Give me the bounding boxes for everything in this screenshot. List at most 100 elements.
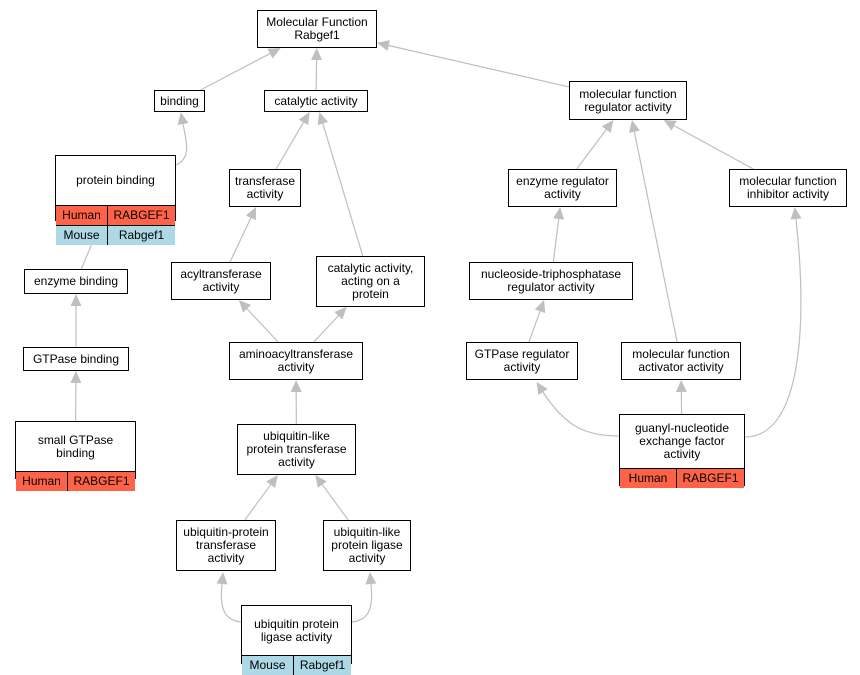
- edge-ubprot-to-ublike-arrowhead: [266, 475, 278, 488]
- node-label-line: activity: [348, 551, 386, 565]
- edge-protbind-to-binding-arrowhead: [177, 112, 189, 126]
- edge-ublig-to-ublike-arrowhead: [315, 475, 327, 488]
- edge-protbind-to-binding: [175, 123, 188, 166]
- node-label-line: activity: [202, 280, 240, 294]
- node-label-line: exchange factor: [639, 434, 725, 448]
- node-label-line: acting on a: [341, 274, 400, 288]
- node-label-line: activity: [544, 187, 581, 201]
- node-label-line: aminoacyltransferase: [238, 347, 354, 361]
- edge-gef-to-gtpreg: [542, 391, 620, 437]
- edge-ubligase-to-ubprot-arrowhead: [216, 572, 228, 585]
- node-gtpbind: GTPase binding: [23, 347, 129, 371]
- node-label-line: molecular function: [579, 86, 677, 101]
- node-label-line: GTPase binding: [32, 351, 120, 366]
- node-label-line: activator activity: [638, 360, 724, 374]
- edge-ubprot-to-ublike: [244, 484, 272, 521]
- edge-ubligase-to-ubprot: [220, 583, 242, 623]
- node-label: binding: [155, 91, 204, 111]
- node-label-line: protein ligase: [331, 538, 403, 552]
- node-enzbind: enzyme binding: [24, 269, 128, 294]
- edge-ntpreg-to-enzreg-arrowhead: [553, 207, 565, 220]
- annotation-species: Mouse: [249, 658, 286, 672]
- node-catalytic: catalytic activity: [264, 90, 368, 112]
- edge-gef-to-mfinhib-arrowhead: [790, 207, 802, 220]
- edge-aminoacyl-to-acyl-arrowhead: [238, 300, 252, 313]
- node-label-line: enzyme binding: [33, 274, 119, 288]
- node-label: GTPase binding: [24, 348, 128, 370]
- edge-acyl-to-transferase-arrowhead: [245, 207, 257, 221]
- edge-catalytic-to-root-arrowhead: [311, 48, 323, 61]
- node-label-line: ubiquitin-like: [263, 429, 330, 443]
- edge-binding-to-root: [200, 53, 271, 91]
- annotation-species: Mouse: [63, 228, 100, 242]
- edge-catprot-to-catalytic-arrowhead: [317, 112, 329, 126]
- edge-gef-to-gtpreg-arrowhead: [536, 381, 548, 395]
- edge-mfreg-to-root-arrowhead: [377, 40, 390, 51]
- edge-aminoacyl-to-catprot: [313, 315, 339, 343]
- node-label-line: inhibitor activity: [746, 187, 830, 201]
- node-label-line: catalytic activity,: [327, 261, 414, 275]
- node-label-line: acyltransferase: [180, 267, 262, 281]
- edge-gtpbind-to-enzbind-arrowhead: [70, 294, 82, 306]
- annotation-row-human: Human RABGEF1: [16, 471, 135, 491]
- edge-mfinhib-to-mfreg-arrowhead: [663, 120, 677, 131]
- edge-enzreg-to-mfreg-arrowhead: [601, 120, 614, 133]
- node-label-line: protein binding: [76, 173, 155, 187]
- node-label-line: activity: [277, 360, 315, 374]
- annotation-species: Human: [22, 474, 61, 488]
- node-label-line: catalytic activity: [274, 93, 358, 108]
- annotation-species: Human: [62, 208, 101, 222]
- node-label-line: activity: [503, 360, 541, 374]
- node-label-line: guanyl-nucleotide: [634, 421, 730, 435]
- edge-gtpreg-to-ntpreg: [528, 311, 541, 343]
- node-label-line: protein: [352, 287, 389, 301]
- node-label-line: enzyme regulator: [516, 174, 609, 188]
- node-label-line: activity: [663, 447, 701, 461]
- node-label-line: regulator activity: [507, 280, 595, 294]
- node-label-line: ligase activity: [260, 629, 333, 644]
- edge-ubligase-to-ublig-arrowhead: [365, 572, 377, 585]
- node-label: catalytic activity: [265, 91, 367, 111]
- edge-enzreg-to-mfreg: [576, 129, 607, 170]
- node-label-line: activity: [278, 455, 315, 469]
- annotation-gene: RABGEF1: [67, 472, 135, 491]
- node-label-line: ubiquitin-like: [333, 525, 401, 539]
- node-label-line: small GTPase: [37, 432, 114, 447]
- node-label-line: transferase: [234, 174, 296, 188]
- node-label-line: ubiquitin protein: [254, 616, 339, 631]
- annotation-gene: RABGEF1: [676, 469, 744, 488]
- edge-mfact-to-mfreg-arrowhead: [628, 120, 640, 133]
- node-label: protein binding: [56, 156, 175, 205]
- node-binding: binding: [154, 90, 205, 112]
- node-label-line: Rabgef1: [294, 28, 340, 42]
- node-label-line: binding: [56, 445, 95, 460]
- edge-ubligase-to-ublig: [351, 583, 373, 623]
- node-label-line: nucleoside-triphosphatase: [480, 267, 622, 281]
- edge-acyl-to-transferase: [229, 217, 252, 263]
- annotation-species: Human: [628, 471, 668, 485]
- node-label-line: transferase: [195, 538, 257, 552]
- edge-mfinhib-to-mfreg: [673, 125, 754, 170]
